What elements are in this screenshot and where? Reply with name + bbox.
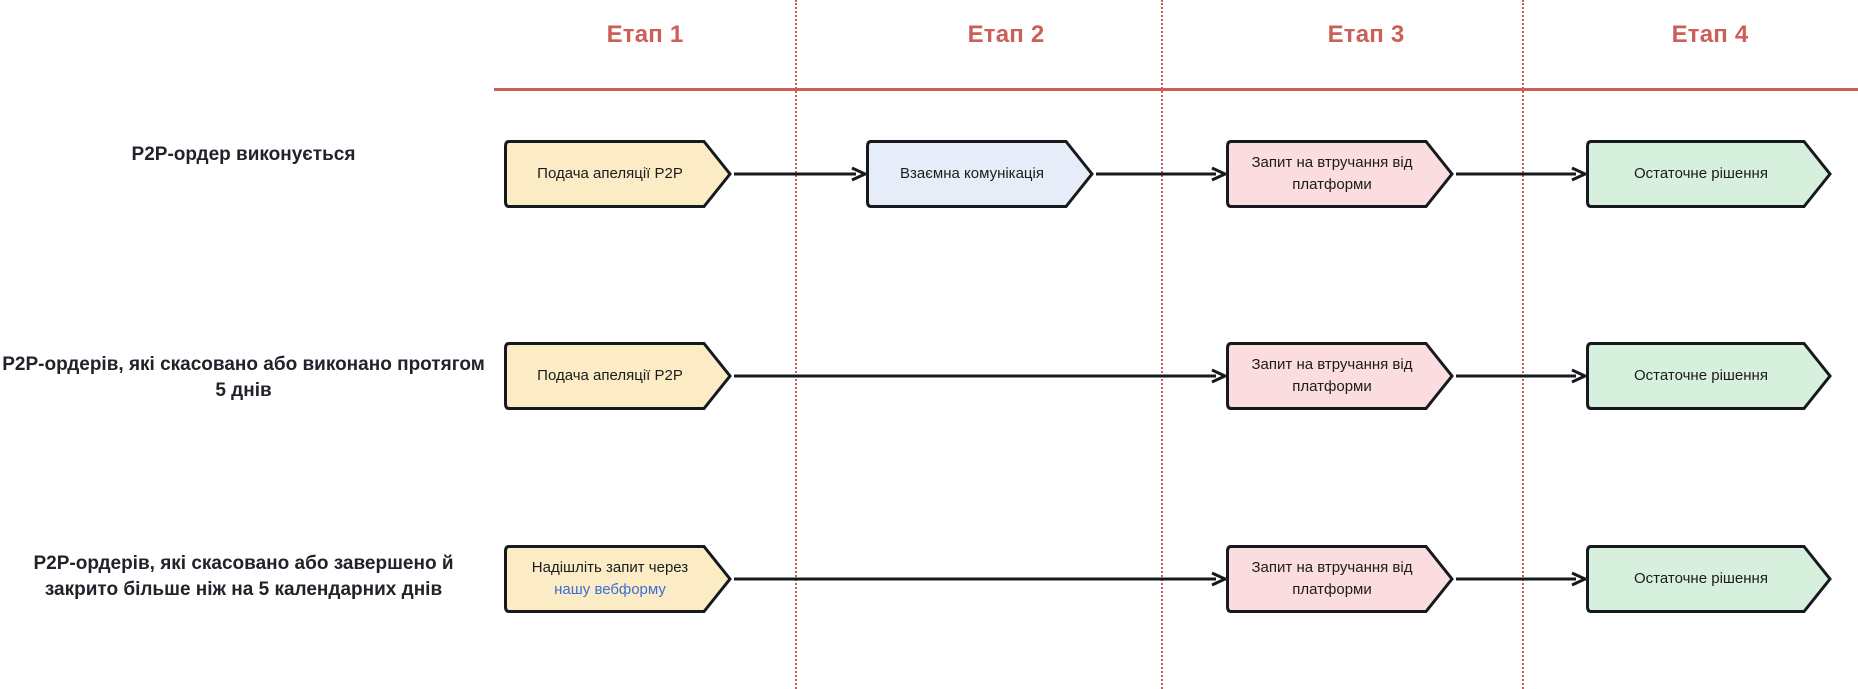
node-platform-intervention: Запит на втручання від платформи xyxy=(1226,342,1454,410)
chevron-shape xyxy=(1226,342,1454,410)
stage-separator-2 xyxy=(1161,0,1163,689)
node-mutual-communication: Взаємна комунікація xyxy=(866,140,1094,208)
chevron-shape xyxy=(866,140,1094,208)
node-text-line2: платформи xyxy=(1292,176,1372,193)
arrow-stage3-to-stage4 xyxy=(1456,367,1589,385)
node-text: Остаточне рішення xyxy=(1596,163,1806,185)
stage-title-1: Етап 1 xyxy=(606,21,684,48)
node-text: Надішліть запит через нашу вебформу xyxy=(514,557,706,601)
node-text: Остаточне рішення xyxy=(1596,568,1806,590)
node-text-line1: Запит на втручання від xyxy=(1251,356,1413,374)
arrow-stage1-to-stage3 xyxy=(734,367,1229,385)
node-appeal-submission: Подача апеляції P2P xyxy=(504,342,732,410)
row-label-order-closed-over-5-days: P2P-ордерів, які скасовано або завершено… xyxy=(33,553,454,600)
chevron-shape xyxy=(1226,140,1454,208)
node-platform-intervention: Запит на втручання від платформи xyxy=(1226,545,1454,613)
node-text-line1: Остаточне рішення xyxy=(1634,165,1768,183)
node-text: Запит на втручання від платформи xyxy=(1236,152,1428,196)
node-text: Остаточне рішення xyxy=(1596,365,1806,387)
node-text-line1: Взаємна комунікація xyxy=(900,165,1044,183)
arrow-stage1-to-stage3 xyxy=(734,570,1229,588)
stage-separator-3 xyxy=(1522,0,1524,689)
node-text-line1: Остаточне рішення xyxy=(1634,367,1768,385)
node-final-decision: Остаточне рішення xyxy=(1586,140,1832,208)
node-text: Взаємна комунікація xyxy=(876,163,1068,185)
node-text: Запит на втручання від платформи xyxy=(1236,354,1428,398)
node-final-decision: Остаточне рішення xyxy=(1586,545,1832,613)
header-divider-rule xyxy=(494,88,1858,91)
node-platform-intervention: Запит на втручання від платформи xyxy=(1226,140,1454,208)
stage-title-4: Етап 4 xyxy=(1671,21,1749,48)
row-label-order-cancelled-within-5-days: P2P-ордерів, які скасовано або виконано … xyxy=(2,354,485,401)
node-appeal-submission: Подача апеляції P2P xyxy=(504,140,732,208)
chevron-shape xyxy=(504,140,732,208)
node-text: Запит на втручання від платформи xyxy=(1236,557,1428,601)
arrow-stage3-to-stage4 xyxy=(1456,570,1589,588)
arrow-stage2-to-stage3 xyxy=(1096,165,1229,183)
arrow-stage3-to-stage4 xyxy=(1456,165,1589,183)
chevron-shape xyxy=(1586,140,1832,208)
chevron-shape xyxy=(1586,545,1832,613)
node-text-line1: Подача апеляції P2P xyxy=(537,165,683,183)
node-final-decision: Остаточне рішення xyxy=(1586,342,1832,410)
node-text-line1: Запит на втручання від xyxy=(1251,559,1413,577)
chevron-shape xyxy=(1586,342,1832,410)
stage-title-2: Етап 2 xyxy=(967,21,1045,48)
chevron-shape xyxy=(504,342,732,410)
node-text-line1: Остаточне рішення xyxy=(1634,570,1768,588)
stage-title-3: Етап 3 xyxy=(1327,21,1405,48)
node-text-line1: Надішліть запит через xyxy=(531,559,689,577)
chevron-shape xyxy=(1226,545,1454,613)
node-text: Подача апеляції P2P xyxy=(514,163,706,185)
node-text-line1: Подача апеляції P2P xyxy=(537,367,683,385)
chevron-shape xyxy=(504,545,732,613)
node-text-line1: Запит на втручання від xyxy=(1251,154,1413,172)
stage-separator-1 xyxy=(795,0,797,689)
node-text-line2: платформи xyxy=(1292,581,1372,598)
arrow-stage1-to-stage2 xyxy=(734,165,869,183)
webform-link[interactable]: нашу вебформу xyxy=(554,581,666,598)
node-text: Подача апеляції P2P xyxy=(514,365,706,387)
node-webform-request: Надішліть запит через нашу вебформу xyxy=(504,545,732,613)
node-text-line2: платформи xyxy=(1292,378,1372,395)
row-label-order-in-progress: P2P-ордер виконується xyxy=(131,144,356,165)
